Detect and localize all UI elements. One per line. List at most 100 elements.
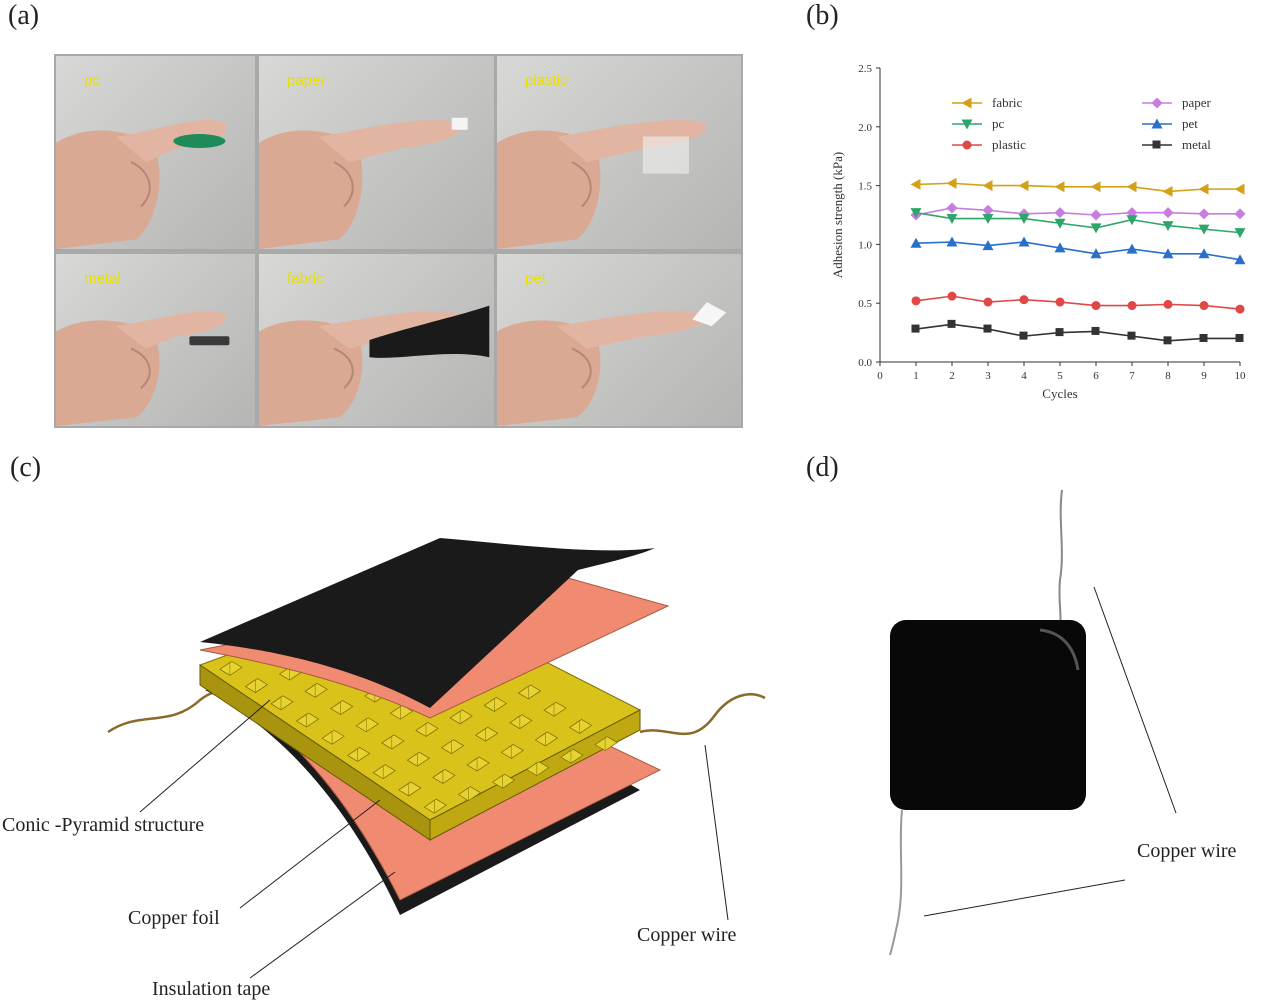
pyramid-edge <box>526 762 537 770</box>
pyramid-edge <box>569 720 580 728</box>
pyramid-edge <box>330 701 341 709</box>
label-copper-wire-c: Copper wire <box>637 924 737 946</box>
pyramid-edge <box>424 799 435 808</box>
point-plastic <box>1199 301 1209 311</box>
hand-pet <box>497 310 706 426</box>
leader-copper-foil <box>239 799 381 909</box>
pyramid-edge <box>347 748 358 756</box>
leader-copper-wire <box>704 744 729 921</box>
label-copper-wire-d: Copper wire <box>1137 840 1237 862</box>
legend-marker-plastic <box>962 140 972 150</box>
point-pet <box>982 240 994 251</box>
point-paper <box>1054 207 1066 219</box>
point-pet <box>1054 242 1066 253</box>
y-tick-label: 0.0 <box>858 357 872 369</box>
device-highlight <box>1039 628 1080 671</box>
panel-label-b: (b) <box>806 0 839 31</box>
paper-strip <box>451 117 468 130</box>
series-line-pet <box>915 241 1241 261</box>
x-tick-label: 9 <box>1201 370 1207 382</box>
top-insulation-layer <box>200 538 655 708</box>
device-diagram <box>107 538 766 979</box>
hand-paper <box>259 119 461 249</box>
photo-pet: pet <box>497 254 741 426</box>
leader-conic <box>139 699 271 813</box>
pyramid-edge <box>594 737 606 745</box>
series-plastic <box>911 291 1245 314</box>
series-line-pc <box>915 211 1241 234</box>
pyramid-edge <box>356 718 367 726</box>
point-fabric <box>1090 181 1101 193</box>
legend-label-paper: paper <box>1182 95 1212 110</box>
x-tick-label: 8 <box>1165 370 1171 382</box>
pet-film <box>692 302 727 327</box>
point-pc <box>1234 228 1246 239</box>
point-fabric <box>1054 181 1065 193</box>
hand-pc <box>56 119 227 249</box>
pyramid-edge <box>449 710 461 719</box>
hand-fabric <box>259 310 461 426</box>
point-pc <box>1126 215 1138 226</box>
series-pc <box>910 208 1246 239</box>
pyramid-edge <box>381 735 392 744</box>
point-metal <box>1091 326 1100 335</box>
legend-label-pet: pet <box>1182 116 1198 131</box>
point-plastic <box>983 297 993 307</box>
point-pc <box>1018 214 1030 225</box>
photo-label-pet: pet <box>525 270 546 287</box>
pyramid-edge <box>441 740 452 748</box>
x-tick-label: 4 <box>1021 370 1027 382</box>
point-fabric <box>910 178 921 190</box>
point-plastic <box>1235 304 1245 314</box>
point-paper <box>1090 209 1102 221</box>
point-plastic <box>1127 301 1137 311</box>
photo-pc: pc <box>56 56 255 249</box>
photo-plastic: plastic <box>497 56 741 249</box>
point-pc <box>910 208 922 219</box>
point-metal <box>1019 331 1028 340</box>
point-pet <box>946 236 958 247</box>
pyramid-edge <box>484 698 495 706</box>
point-metal <box>1127 331 1136 340</box>
pyramid-edge <box>475 727 486 736</box>
right-copper-wire <box>639 693 766 736</box>
pyramid-edge <box>466 757 478 766</box>
pyramid-edge <box>560 749 572 758</box>
label-insulation-tape: Insulation tape <box>152 978 271 1000</box>
panel-label-d: (d) <box>806 452 839 483</box>
point-plastic <box>1055 297 1065 307</box>
device-square <box>890 620 1086 810</box>
series-line-plastic <box>915 295 1241 310</box>
point-pet <box>1234 254 1246 265</box>
pyramid-edge <box>501 745 512 753</box>
legend-marker-pet <box>1151 118 1163 129</box>
photo-fabric: fabric <box>259 254 494 426</box>
legend-marker-paper <box>1151 97 1163 109</box>
pyramid-edge <box>373 765 384 773</box>
legend-marker-pc <box>961 119 973 130</box>
point-paper <box>982 204 994 216</box>
legend-label-metal: metal <box>1182 137 1211 152</box>
lower-wire <box>889 809 903 956</box>
series-fabric <box>910 177 1245 197</box>
series-line-fabric <box>915 182 1240 193</box>
legend-label-plastic: plastic <box>992 137 1026 152</box>
label-conic-pyramid: Conic -Pyramid structure <box>2 814 205 836</box>
x-tick-label: 3 <box>985 370 991 382</box>
point-pc <box>1162 221 1174 232</box>
leader-lower-wire <box>923 879 1126 917</box>
x-tick-label: 7 <box>1129 370 1135 382</box>
series-line-paper <box>915 207 1240 216</box>
legend-marker-metal <box>1152 140 1161 149</box>
point-fabric <box>1018 180 1029 192</box>
photo-metal: metal <box>56 254 255 426</box>
point-pet <box>1126 243 1138 254</box>
point-paper <box>1198 208 1210 220</box>
pyramid-edge <box>398 782 409 791</box>
pc-disc <box>173 134 226 149</box>
hand-metal <box>56 310 227 426</box>
leader-upper-wire <box>1093 586 1177 814</box>
x-tick-label: 5 <box>1057 370 1063 382</box>
legend-marker-fabric <box>961 97 972 109</box>
